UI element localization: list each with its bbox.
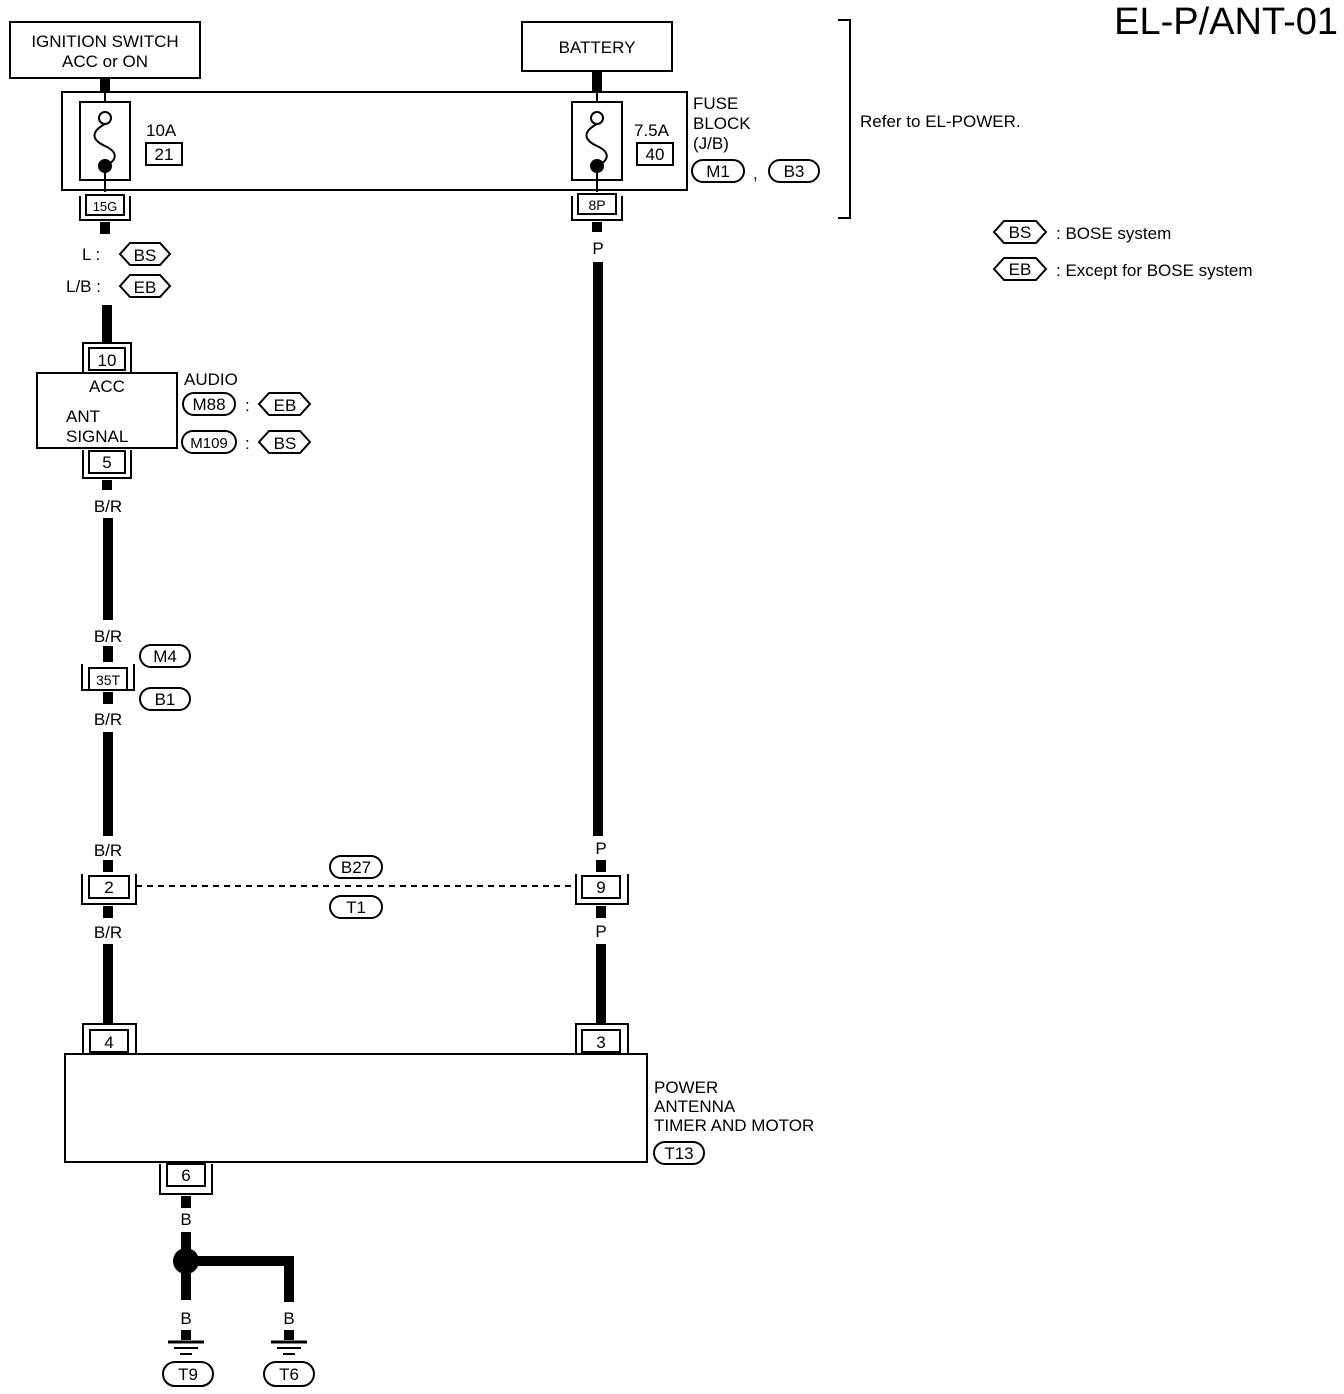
terminal-35t: 35T: [96, 672, 121, 688]
antenna-pin-3: 3: [596, 1033, 605, 1052]
fuse-block-connector-m1: M1: [706, 162, 730, 181]
antenna-pin-4: 4: [104, 1033, 113, 1052]
wire-p-2: P: [595, 839, 606, 858]
joint-b27-pin-2: 2: [104, 878, 113, 897]
audio-pin-10: 10: [98, 351, 117, 370]
terminal-8p: 8P: [588, 197, 605, 213]
joint-connector-t1: T1: [346, 898, 366, 917]
audio-label-ant: ANT: [66, 407, 100, 426]
antenna-pin-6: 6: [181, 1166, 190, 1185]
joint-connector-b1: B1: [155, 690, 176, 709]
battery-label: BATTERY: [559, 38, 636, 57]
ground-t6: T6: [279, 1365, 299, 1384]
wire-br-4: B/R: [94, 841, 122, 860]
legend: BS : BOSE system EB : Except for BOSE sy…: [992, 220, 1253, 281]
antenna-label-1: POWER: [654, 1078, 718, 1097]
joint-connector-b27: B27: [341, 858, 371, 877]
terminal-15g: 15G: [93, 199, 118, 214]
wire-br-1: B/R: [94, 497, 122, 516]
fuse-block: 10A 21 7.5A 40: [61, 91, 688, 192]
ignition-switch-label-1: IGNITION SWITCH: [31, 32, 178, 51]
wire-br-2: B/R: [94, 627, 122, 646]
legend-text-eb: : Except for BOSE system: [1056, 261, 1253, 280]
legend-code-bs: BS: [1009, 223, 1032, 242]
antenna-connector-t13: T13: [664, 1144, 693, 1163]
wire-color-l: L :: [82, 245, 100, 264]
ignition-switch: IGNITION SWITCH ACC or ON: [9, 21, 201, 79]
page-id: EL-P/ANT-01: [1114, 1, 1338, 43]
wire-b-3: B: [283, 1309, 294, 1328]
wire-color-lb-code: EB: [134, 278, 157, 297]
fuse-block-connector-b3: B3: [784, 162, 805, 181]
ground-t6-icon: [271, 1340, 307, 1355]
wire-color-l-code: BS: [134, 246, 157, 265]
audio-pin-5: 5: [102, 453, 111, 472]
joint-connector-m4: M4: [153, 647, 177, 666]
fuse-10a-rating: 10A: [146, 121, 177, 140]
audio-connector-m88: M88: [192, 395, 225, 414]
antenna-label-2: ANTENNA: [654, 1097, 736, 1116]
legend-code-eb: EB: [1009, 260, 1032, 279]
audio-unit: ACC ANT SIGNAL: [36, 372, 178, 449]
legend-text-bs: : BOSE system: [1056, 224, 1171, 243]
fuse-7-5a-icon: [571, 92, 623, 192]
power-antenna-unit: [64, 1053, 648, 1163]
audio-connector-m109: M109: [190, 435, 228, 452]
wire-p-1: P: [592, 239, 603, 258]
audio-label-acc: ACC: [89, 377, 125, 396]
fuse-7-5a-number: 40: [646, 145, 665, 164]
ground-t9-icon: [168, 1340, 204, 1355]
wire-br-3: B/R: [94, 710, 122, 729]
ground-t9: T9: [178, 1365, 198, 1384]
fuse-block-connector-separator: ,: [753, 164, 758, 183]
audio-connector-m109-code: BS: [274, 434, 297, 453]
refer-note: Refer to EL-POWER.: [860, 112, 1021, 131]
audio-connector-m88-code: EB: [274, 396, 297, 415]
wire-br-5: B/R: [94, 923, 122, 942]
fuse-10a-icon: [79, 92, 131, 192]
audio-connector-m88-sep: :: [245, 396, 250, 415]
wire-b-2: B: [180, 1309, 191, 1328]
audio-connector-m109-sep: :: [245, 434, 250, 453]
wire-b-1: B: [180, 1210, 191, 1229]
joint-b27-pin-9: 9: [596, 878, 605, 897]
audio-label-signal: SIGNAL: [66, 427, 128, 446]
wire-color-lb: L/B :: [66, 277, 101, 296]
fuse-block-label-2: BLOCK: [693, 114, 751, 133]
fuse-block-label-3: (J/B): [693, 134, 729, 153]
battery: BATTERY: [521, 21, 673, 72]
ignition-switch-label-2: ACC or ON: [62, 52, 148, 71]
fuse-7-5a-rating: 7.5A: [634, 121, 670, 140]
fuse-10a-number: 21: [155, 145, 174, 164]
fuse-block-label-1: FUSE: [693, 94, 738, 113]
audio-title: AUDIO: [184, 370, 238, 389]
wire-p-3: P: [595, 922, 606, 941]
antenna-label-3: TIMER AND MOTOR: [654, 1116, 814, 1135]
